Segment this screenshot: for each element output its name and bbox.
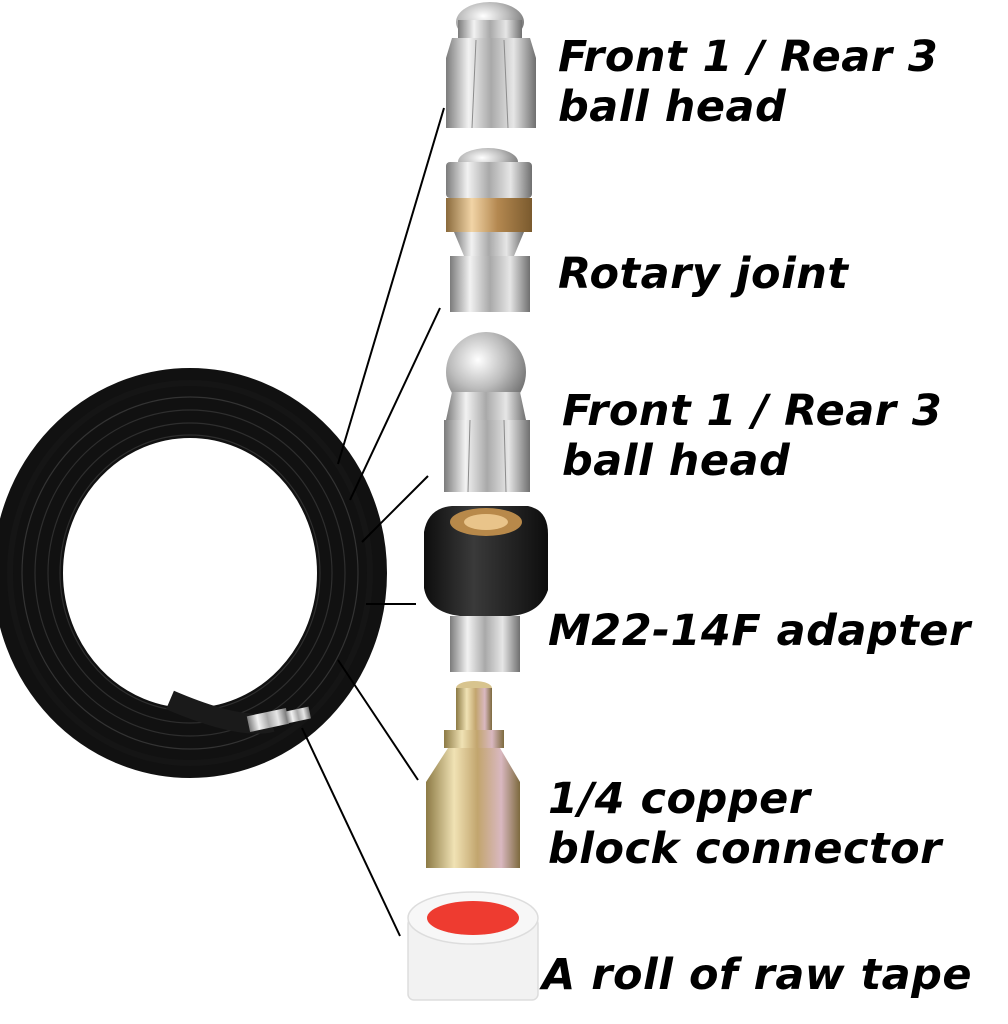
label-line: M22-14F adapter [548,606,971,656]
label-line: ball head [562,436,791,486]
label-line: Front 1 / Rear 3 [558,32,939,82]
label-raw-tape: A roll of raw tape [542,950,972,1000]
label-line: 1/4 copper [548,774,811,824]
ball-head-nozzle-middle [444,332,530,493]
label-line: Front 1 / Rear 3 [562,386,943,436]
m22-adapter [424,506,548,672]
leader-lines [301,107,445,937]
label-ball-head-middle: Front 1 / Rear 3 ball head [562,386,942,486]
label-m22-adapter: M22-14F adapter [548,606,971,656]
ball-head-nozzle-top [446,2,536,129]
hose-coil [0,368,387,778]
label-copper-connector: 1/4 copper block connector [548,774,942,874]
label-line: block connector [548,824,942,874]
label-line: Rotary joint [558,249,849,299]
raw-tape-roll [407,891,539,1001]
label-line: ball head [558,82,787,132]
copper-block-connector [426,681,520,868]
label-rotary-joint: Rotary joint [558,249,848,299]
rotary-joint [446,148,532,312]
label-ball-head-top: Front 1 / Rear 3 ball head [558,32,938,132]
label-line: A roll of raw tape [542,950,973,1000]
